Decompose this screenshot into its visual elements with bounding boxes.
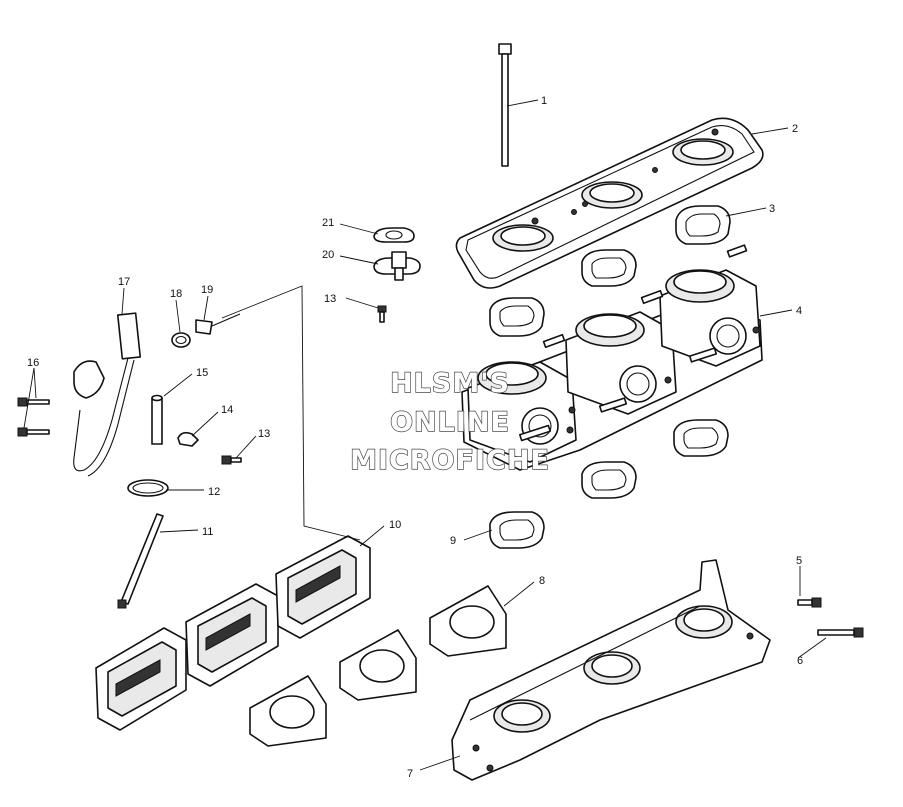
part-8-adaptor-set <box>249 585 507 747</box>
callout-7: 7 <box>407 768 413 780</box>
part-13-screw-left <box>221 455 242 465</box>
leader-lines <box>23 99 827 771</box>
callout-13-left: 13 <box>258 428 270 440</box>
part-20-fitting <box>373 251 421 281</box>
part-14-clamp <box>177 431 199 447</box>
part-15-hose <box>151 394 163 445</box>
callout-20: 20 <box>322 249 334 261</box>
callout-5: 5 <box>796 555 802 567</box>
callout-18: 18 <box>170 288 182 300</box>
callout-15: 15 <box>196 367 208 379</box>
part-11-rod <box>117 513 164 609</box>
watermark: HLSM'S ONLINE MICROFICHE <box>349 367 550 476</box>
part-13-screw-top <box>377 305 387 323</box>
part-9-gasket <box>489 511 545 549</box>
callout-8: 8 <box>539 575 545 587</box>
callout-9: 9 <box>450 535 456 547</box>
watermark-line-3: MICROFICHE <box>350 445 550 476</box>
callout-labels: 1 2 3 4 5 6 7 8 9 10 11 12 13 13 14 15 1… <box>27 95 803 780</box>
part-1-long-bolt <box>498 43 512 167</box>
part-12-o-ring <box>127 479 169 497</box>
watermark-line-1: HLSM'S <box>390 368 510 399</box>
part-17-choke-cable <box>73 312 142 477</box>
callout-17: 17 <box>118 276 130 288</box>
callout-4: 4 <box>796 305 802 317</box>
part-21-gasket-small <box>373 227 415 243</box>
callout-1: 1 <box>541 95 547 107</box>
callout-6: 6 <box>797 655 803 667</box>
part-3-gasket-set <box>489 205 731 499</box>
callout-3: 3 <box>769 203 775 215</box>
part-18-clamp <box>171 332 191 348</box>
callout-21: 21 <box>322 217 334 229</box>
part-4-carburetor-assembly <box>461 244 763 471</box>
callout-13-top: 13 <box>324 293 336 305</box>
callout-12: 12 <box>208 486 220 498</box>
callout-11: 11 <box>202 526 213 538</box>
part-10-reed-valve-set <box>95 535 371 731</box>
part-19-clip <box>195 313 241 335</box>
part-2-cover <box>455 117 764 289</box>
callout-10: 10 <box>389 519 401 531</box>
part-5-bolt <box>797 597 822 608</box>
callout-14: 14 <box>221 404 233 416</box>
watermark-line-2: ONLINE <box>390 407 510 438</box>
callout-16: 16 <box>27 357 39 369</box>
part-6-bolt <box>817 627 864 638</box>
part-16-screws <box>17 397 50 437</box>
callout-19: 19 <box>201 284 213 296</box>
part-7-intake-manifold <box>451 559 771 781</box>
callout-2: 2 <box>792 123 798 135</box>
